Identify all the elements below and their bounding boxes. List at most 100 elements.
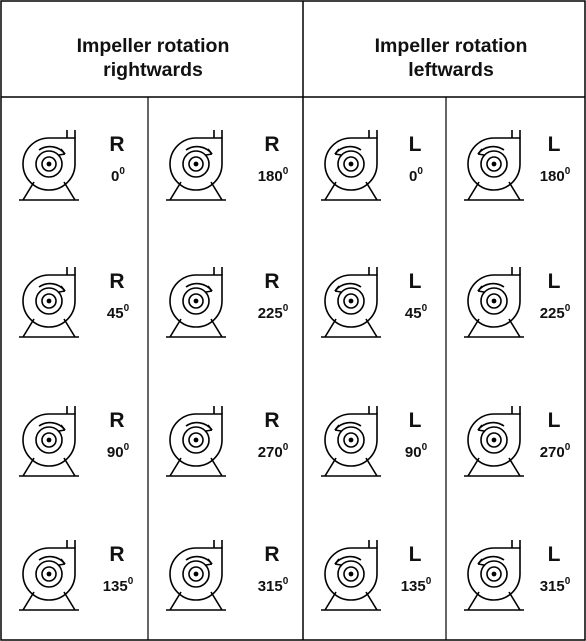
fan-base (464, 591, 524, 611)
angle-label: 900 (404, 442, 428, 461)
header-rightwards: Impeller rotation rightwards (76, 35, 230, 81)
fan-base (321, 591, 381, 611)
angle-label: 1350 (102, 576, 134, 595)
impeller-ring (480, 560, 508, 588)
angle-label: 2700 (257, 442, 289, 461)
impeller-hub (193, 298, 199, 304)
fan-base (166, 591, 226, 611)
fan-base (166, 318, 226, 338)
impeller-hub (348, 161, 354, 167)
angle-label: 00 (409, 166, 423, 185)
direction-label: R (264, 409, 280, 432)
fan-base (321, 457, 381, 477)
fan-diagram-R-270 (166, 406, 226, 477)
angle-label: 450 (106, 303, 130, 322)
impeller-ring (480, 287, 508, 315)
angle-label: 450 (404, 303, 428, 322)
angle-label: 1800 (257, 166, 289, 185)
impeller-hub (491, 571, 497, 577)
fan-diagram-L-45 (321, 267, 381, 338)
fan-housing (22, 267, 76, 328)
fan-housing (169, 130, 223, 191)
fan-diagram-R-135 (19, 540, 79, 611)
fan-base (321, 318, 381, 338)
impeller-hub (348, 298, 354, 304)
impeller-hub (193, 571, 199, 577)
direction-label: L (408, 270, 422, 293)
direction-label: L (547, 543, 561, 566)
fan-base (464, 457, 524, 477)
impeller-ring (337, 426, 365, 454)
impeller-ring (35, 287, 63, 315)
fan-diagram-R-0 (19, 130, 79, 201)
impeller-hub (46, 437, 52, 443)
direction-label: R (264, 270, 280, 293)
impeller-hub (491, 298, 497, 304)
impeller-hub (46, 571, 52, 577)
direction-label: L (408, 409, 422, 432)
fan-base (464, 318, 524, 338)
fan-diagram-R-45 (19, 267, 79, 338)
fan-housing (467, 267, 521, 328)
angle-label: 2250 (539, 303, 571, 322)
impeller-hub (193, 437, 199, 443)
angle-label: 900 (106, 442, 130, 461)
header-leftwards: Impeller rotation leftwards (374, 35, 528, 81)
direction-label: L (408, 543, 422, 566)
fan-base (166, 457, 226, 477)
direction-label: R (109, 409, 125, 432)
fan-housing (22, 406, 76, 467)
fan-base (166, 181, 226, 201)
angle-label: 3150 (257, 576, 289, 595)
impeller-ring (35, 560, 63, 588)
direction-label: R (109, 133, 125, 156)
direction-label: L (547, 270, 561, 293)
fan-housing (324, 406, 378, 467)
fan-diagram-R-225 (166, 267, 226, 338)
direction-label: R (109, 543, 125, 566)
impeller-hub (348, 571, 354, 577)
direction-label: R (109, 270, 125, 293)
fan-diagram-L-180 (464, 130, 524, 201)
fan-diagram-L-270 (464, 406, 524, 477)
angle-label: 1800 (539, 166, 571, 185)
impeller-ring (480, 426, 508, 454)
fan-diagram-R-180 (166, 130, 226, 201)
fan-base (321, 181, 381, 201)
fan-housing (324, 130, 378, 191)
direction-label: L (547, 409, 561, 432)
fan-base (19, 181, 79, 201)
angle-label: 3150 (539, 576, 571, 595)
angle-label: 2700 (539, 442, 571, 461)
impeller-hub (46, 161, 52, 167)
impeller-ring (35, 426, 63, 454)
fan-diagram-L-0 (321, 130, 381, 201)
fan-housing (22, 540, 76, 601)
angle-label: 1350 (400, 576, 432, 595)
impeller-ring (182, 287, 210, 315)
fan-base (19, 457, 79, 477)
angle-label: 00 (111, 166, 125, 185)
impeller-hub (348, 437, 354, 443)
impeller-ring (480, 150, 508, 178)
impeller-hub (193, 161, 199, 167)
impeller-hub (46, 298, 52, 304)
fan-housing (324, 540, 378, 601)
fan-diagram-R-90 (19, 406, 79, 477)
impeller-ring (337, 287, 365, 315)
fan-housing (467, 130, 521, 191)
impeller-ring (182, 150, 210, 178)
fan-diagram-L-225 (464, 267, 524, 338)
impeller-hub (491, 437, 497, 443)
fan-housing (467, 406, 521, 467)
fan-base (19, 591, 79, 611)
impeller-ring (182, 426, 210, 454)
fan-diagram-R-315 (166, 540, 226, 611)
fan-housing (22, 130, 76, 191)
impeller-ring (182, 560, 210, 588)
fan-base (19, 318, 79, 338)
fan-diagram-L-90 (321, 406, 381, 477)
fan-base (464, 181, 524, 201)
fan-housing (467, 540, 521, 601)
